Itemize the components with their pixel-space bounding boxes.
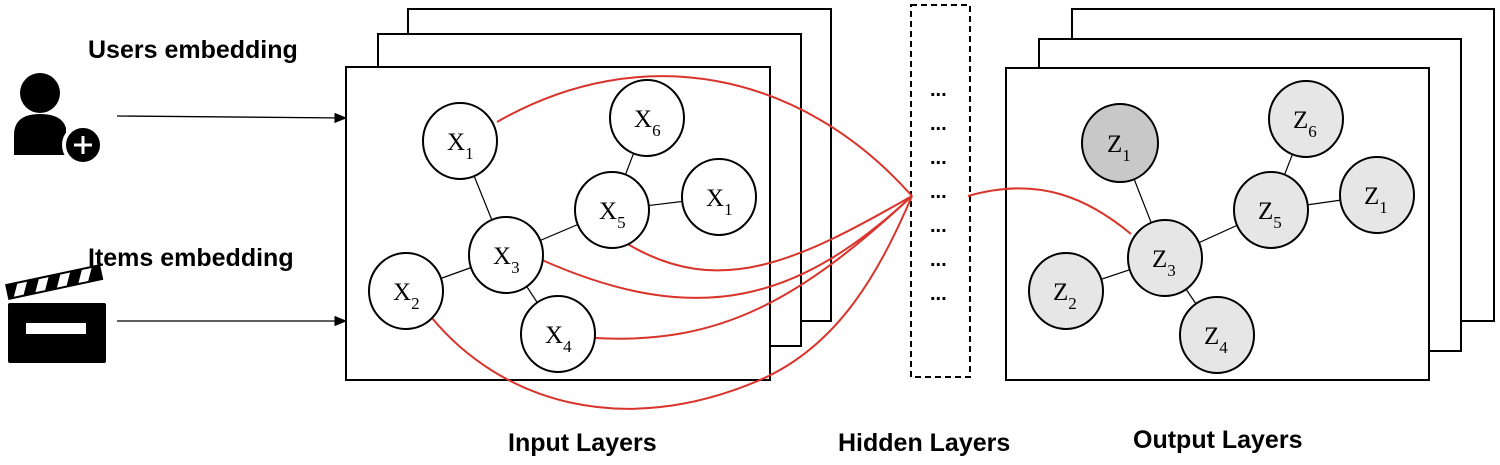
graph-node: Z5 — [1233, 171, 1309, 249]
hidden-dots-row: ... — [930, 113, 947, 135]
graph-node: Z4 — [1179, 296, 1255, 374]
red-connection-curve — [541, 195, 913, 299]
graph-node: X4 — [520, 295, 596, 373]
graph-node-circle — [520, 295, 596, 373]
graph-node-circle — [1268, 80, 1344, 158]
graph-node-circle — [1179, 296, 1255, 374]
graph-node-label: X1 — [447, 129, 474, 163]
graph-node-circle — [1081, 103, 1159, 183]
hidden-dots-row: ... — [930, 181, 947, 203]
graph-node: X3 — [468, 216, 544, 294]
output-layers-label: Output Layers — [1133, 426, 1302, 454]
red-connection-curve — [594, 195, 913, 340]
graph-node-circle — [574, 171, 650, 249]
graph-node: Z3 — [1127, 219, 1203, 297]
graph-node-circle — [468, 216, 544, 294]
graph-node-label: Z1 — [1364, 183, 1388, 217]
graph-node-circle — [1233, 171, 1309, 249]
hidden-layers-label: Hidden Layers — [838, 429, 1010, 457]
graph-node-label: X2 — [393, 279, 420, 313]
graph-node-label: Z3 — [1152, 246, 1176, 280]
graph-node: X1 — [681, 158, 757, 236]
user-add-icon — [14, 73, 104, 166]
graph-node: X2 — [368, 252, 444, 330]
graph-node-circle — [609, 79, 685, 157]
graph-node-circle — [422, 102, 498, 180]
red-connection-curve — [496, 75, 913, 197]
graph-node: X5 — [574, 171, 650, 249]
graph-node-circle — [1028, 252, 1104, 330]
graph-node: Z1 — [1339, 156, 1415, 234]
input-layers-label: Input Layers — [508, 429, 657, 457]
message-passing-connections — [431, 75, 1132, 410]
red-connection-curve — [967, 187, 1132, 235]
graph-node-label: X4 — [545, 322, 572, 356]
graph-node-label: X1 — [706, 185, 733, 219]
graph-node-circle — [1127, 219, 1203, 297]
hidden-dots-row: ... — [930, 249, 947, 271]
graph-node: Z6 — [1268, 80, 1344, 158]
graph-node: X6 — [609, 79, 685, 157]
graph-node: Z1 — [1081, 103, 1159, 183]
graph-node-label: Z5 — [1258, 198, 1282, 232]
graph-node-label: Z2 — [1053, 279, 1077, 313]
graph-node-label: X5 — [599, 198, 626, 232]
hidden-dots-row: ... — [930, 147, 947, 169]
hidden-dots-row: ... — [930, 79, 947, 101]
graph-node: Z2 — [1028, 252, 1104, 330]
graph-node-label: Z6 — [1293, 107, 1317, 141]
items-embedding-label: Items embedding — [88, 244, 294, 272]
red-connection-curve — [625, 195, 913, 272]
graph-node-label: Z1 — [1107, 131, 1131, 165]
graph-node: X1 — [422, 102, 498, 180]
hidden-dots: ..................... — [930, 79, 947, 305]
clapperboard-icon — [5, 264, 106, 363]
graph-node-circle — [368, 252, 444, 330]
red-connection-curve — [431, 195, 913, 410]
users-embedding-label: Users embedding — [88, 36, 298, 64]
hidden-layer-box — [910, 4, 971, 378]
users-arrow — [116, 112, 348, 124]
graph-node-label: Z4 — [1204, 323, 1228, 357]
hidden-dots-row: ... — [930, 283, 947, 305]
hidden-dots-row: ... — [930, 215, 947, 237]
graph-node-label: X6 — [634, 106, 661, 140]
graph-node-label: X3 — [493, 243, 520, 277]
graph-node-circle — [681, 158, 757, 236]
graph-node-circle — [1339, 156, 1415, 234]
